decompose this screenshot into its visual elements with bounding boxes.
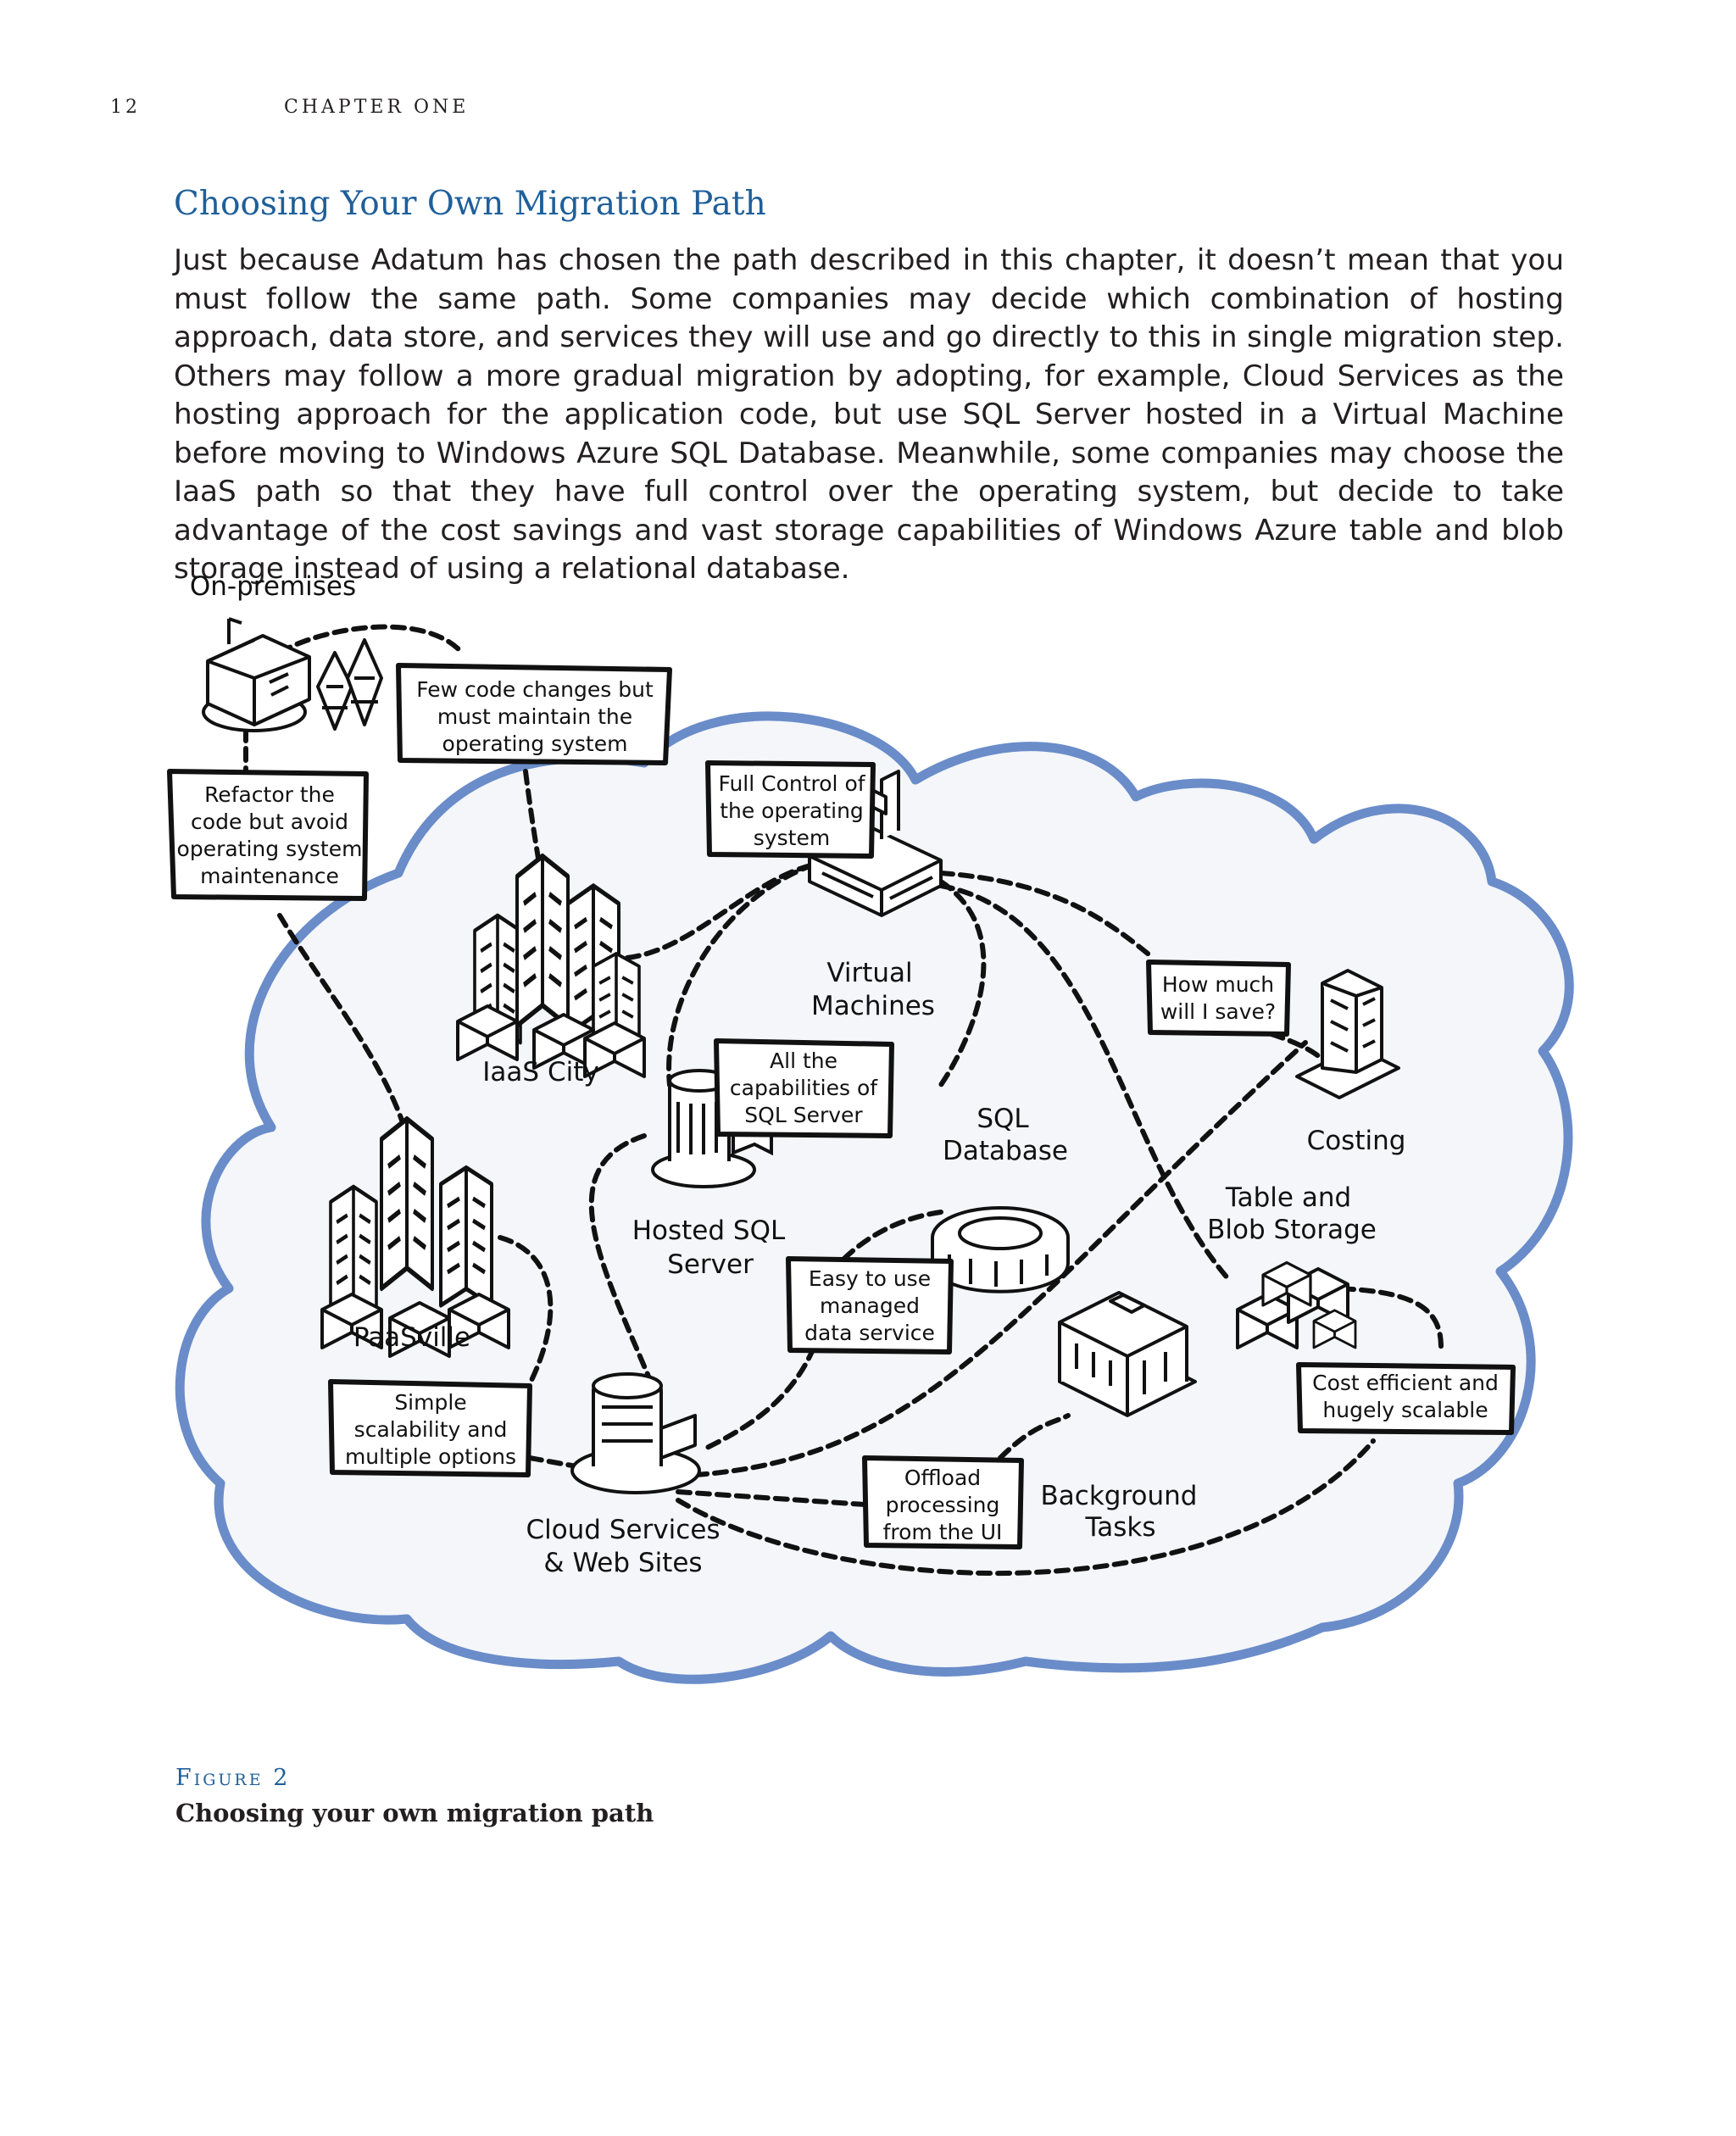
sign-full-control-line-3: system	[754, 826, 830, 850]
sign-how-much-line-1: How much	[1162, 972, 1274, 997]
label-costing: Costing	[1307, 1126, 1406, 1156]
label-virtual-machines-1: Virtual	[826, 958, 912, 988]
house-icon	[203, 619, 381, 731]
sign-easy-line-2: managed	[820, 1293, 920, 1318]
label-on-premises: On-premises	[190, 571, 356, 602]
body-paragraph: Just because Adatum has chosen the path …	[174, 242, 1564, 589]
sign-offload-line-1: Offload	[904, 1466, 981, 1490]
sign-offload-line-2: processing	[886, 1493, 1000, 1517]
migration-map-illustration: On-premises IaaS City PaaSville Virtual …	[0, 559, 1736, 1746]
figure-number: Figure 2	[175, 1765, 290, 1791]
sign-how-much-line-2: will I save?	[1160, 999, 1276, 1024]
sign-all-capabilities-line-1: All the	[770, 1049, 837, 1073]
chapter-label: CHAPTER ONE	[284, 97, 469, 118]
figure-caption: Choosing your own migration path	[175, 1799, 654, 1827]
label-sql-database-1: SQL	[976, 1104, 1029, 1134]
label-iaas-city: IaaS City	[482, 1057, 598, 1087]
sign-refactor-line-2: code but avoid	[191, 809, 348, 834]
label-background-tasks-1: Background	[1041, 1481, 1198, 1511]
label-hosted-sql-2: Server	[667, 1249, 754, 1280]
section-title: Choosing Your Own Migration Path	[174, 185, 766, 223]
sign-few-code-line-1: Few code changes but	[416, 677, 654, 702]
label-virtual-machines-2: Machines	[811, 991, 935, 1021]
sign-full-control-line-1: Full Control of	[718, 771, 865, 796]
sign-simple-line-2: scalability and	[354, 1417, 508, 1442]
sign-all-capabilities-line-2: capabilities of	[730, 1076, 878, 1100]
page-number: 12	[110, 97, 141, 118]
label-cloud-services-2: & Web Sites	[543, 1548, 702, 1578]
running-head: 12 CHAPTER ONE	[110, 97, 704, 131]
sign-simple-line-1: Simple	[394, 1390, 466, 1415]
sign-refactor-line-1: Refactor the	[204, 782, 335, 807]
sign-few-code-line-2: must maintain the	[437, 704, 632, 729]
label-cloud-services-1: Cloud Services	[526, 1515, 720, 1545]
label-background-tasks-2: Tasks	[1084, 1512, 1155, 1543]
sign-cost-efficient-line-1: Cost efficient and	[1312, 1371, 1499, 1395]
sign-all-capabilities-line-3: SQL Server	[744, 1103, 863, 1127]
sign-cost-efficient-line-2: hugely scalable	[1322, 1398, 1488, 1422]
sign-offload-line-3: from the UI	[883, 1520, 1003, 1544]
sign-full-control-line-2: the operating	[720, 798, 864, 823]
label-table-blob-1: Table and	[1225, 1182, 1351, 1213]
sign-easy-line-3: data service	[804, 1321, 935, 1345]
path-onprem-to-sign	[280, 627, 462, 653]
sign-few-code-line-3: operating system	[442, 731, 628, 756]
label-table-blob-2: Blob Storage	[1207, 1215, 1377, 1245]
sign-refactor-line-3: operating system	[177, 837, 363, 861]
label-hosted-sql-1: Hosted SQL	[632, 1215, 786, 1246]
migration-path-figure: On-premises IaaS City PaaSville Virtual …	[0, 559, 1736, 1746]
sign-simple-line-3: multiple options	[345, 1444, 516, 1469]
label-paasville: PaaSville	[353, 1322, 470, 1353]
sign-easy-line-1: Easy to use	[809, 1266, 931, 1291]
label-sql-database-2: Database	[943, 1136, 1068, 1166]
sign-refactor-line-4: maintenance	[200, 864, 339, 888]
